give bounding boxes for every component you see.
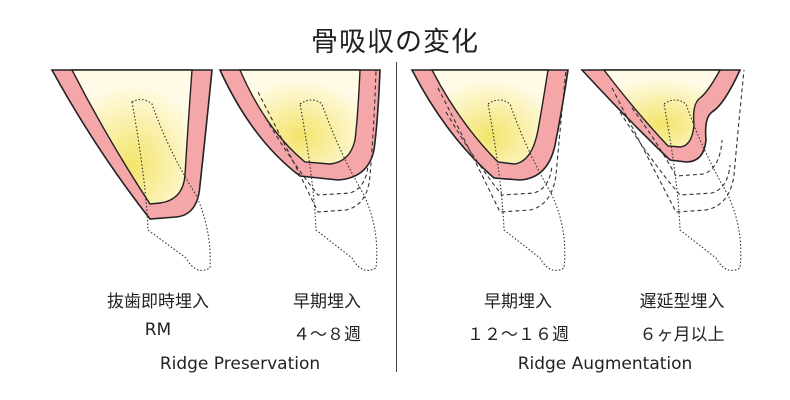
panel-2-label: 早期埋入 — [293, 292, 361, 312]
resorption-line-dashed-2 — [631, 107, 723, 177]
diagram-title: 骨吸収の変化 — [311, 27, 479, 58]
socket-panel-2 — [218, 69, 381, 271]
socket-panel-4 — [580, 69, 745, 271]
section-divider — [396, 62, 397, 372]
original-socket-dashed — [611, 69, 745, 213]
panel-4-label: 遅延型埋入 — [639, 292, 725, 312]
tooth-outline — [131, 98, 211, 271]
tooth-outline — [663, 99, 742, 271]
original-socket-dashed — [437, 69, 567, 213]
panel-3-sublabel: １２～１６週 — [467, 325, 569, 345]
tooth-outline — [299, 99, 378, 271]
panel-1-label: 抜歯即時埋入 — [107, 292, 209, 312]
section-label-right: Ridge Augmentation — [517, 354, 693, 374]
panel-2-sublabel: ４～８週 — [293, 325, 361, 345]
bone — [70, 69, 193, 205]
socket-panel-1 — [50, 69, 213, 271]
resorption-line-dashed-1 — [619, 111, 731, 196]
socket-panel-3 — [410, 69, 569, 271]
resorption-line-dashed — [445, 111, 553, 196]
panel-1-sublabel: RM — [144, 320, 172, 340]
tooth-outline — [487, 99, 566, 271]
section-label-left: Ridge Preservation — [159, 354, 321, 374]
resorption-line-dashed — [261, 111, 369, 196]
original-socket-dashed — [257, 69, 377, 213]
panel-4-sublabel: ６ヶ月以上 — [639, 325, 725, 345]
bone — [430, 69, 549, 165]
panel-3-label: 早期埋入 — [484, 292, 552, 312]
